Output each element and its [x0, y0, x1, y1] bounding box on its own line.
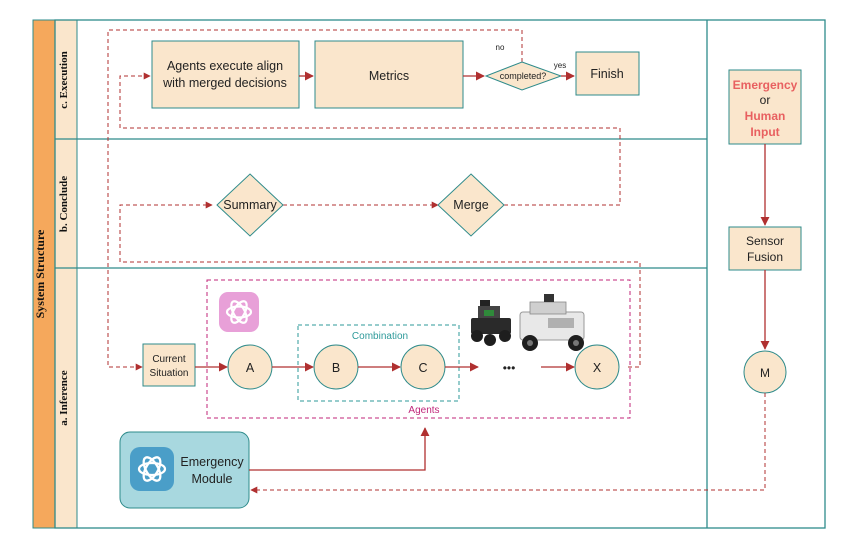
- system-structure-title: System Structure: [33, 229, 47, 318]
- combination-group-box: [297, 324, 460, 402]
- input-text: Input: [750, 125, 779, 139]
- agents-execute-box: [151, 40, 300, 109]
- current-situation-label-1: Current: [152, 354, 186, 365]
- node-x-label: X: [593, 361, 602, 375]
- merge-label: Merge: [453, 198, 488, 212]
- node-x: [574, 344, 620, 390]
- combination-label: Combination: [352, 331, 408, 342]
- current-situation-box: [142, 343, 196, 387]
- no-label: no: [496, 43, 505, 52]
- metrics-box: [314, 40, 464, 109]
- emergency-text: Emergency: [733, 78, 798, 92]
- node-m-label: M: [760, 366, 770, 380]
- robot-car-small-icon: [471, 300, 511, 346]
- node-c-label: C: [418, 361, 427, 375]
- finish-box: [575, 51, 640, 96]
- agents-execute-label-2: with merged decisions: [162, 76, 287, 90]
- loop-merge-to-agents: [119, 72, 621, 206]
- loop-no-to-situation: [107, 29, 523, 371]
- lane-label-inference: a. Inference: [58, 370, 70, 426]
- metrics-label: Metrics: [369, 69, 409, 83]
- current-situation-label-2: Situation: [150, 368, 189, 379]
- completed-label: completed?: [500, 71, 547, 81]
- finish-label: Finish: [590, 67, 623, 81]
- summary-diamond: [216, 173, 284, 237]
- emergency-input-box: [728, 69, 802, 145]
- completed-decision: [484, 61, 563, 91]
- yes-label: yes: [554, 61, 566, 70]
- ellipsis-label: •••: [503, 361, 516, 375]
- sensor-fusion-label-1: Sensor: [746, 234, 784, 248]
- openai-logo-emergency-icon: [130, 447, 174, 491]
- sensor-fusion-label-2: Fusion: [747, 250, 783, 264]
- node-a-label: A: [246, 361, 255, 375]
- robot-car-large-icon: [519, 294, 585, 351]
- agents-group-label: Agents: [408, 405, 439, 416]
- lane-label-execution: c. Execution: [58, 51, 70, 108]
- node-b-label: B: [332, 361, 340, 375]
- arrow-emergency-to-agents: [249, 427, 430, 471]
- agents-group-box: [206, 279, 631, 419]
- summary-label: Summary: [223, 198, 277, 212]
- agents-execute-label-1: Agents execute align: [167, 59, 283, 73]
- arrow-m-to-emergency: [250, 393, 766, 494]
- or-text: or: [760, 93, 771, 107]
- emergency-module-label-1: Emergency: [180, 455, 244, 469]
- lane-label-conclude: b. Conclude: [58, 176, 70, 232]
- outer-frame: [54, 19, 826, 529]
- merge-diamond: [437, 173, 505, 237]
- openai-logo-icon: [219, 292, 259, 332]
- human-text: Human: [745, 109, 786, 123]
- loop-x-to-summary: [119, 201, 641, 368]
- emergency-module-label-2: Module: [192, 472, 233, 486]
- sensor-fusion-box: [728, 226, 802, 271]
